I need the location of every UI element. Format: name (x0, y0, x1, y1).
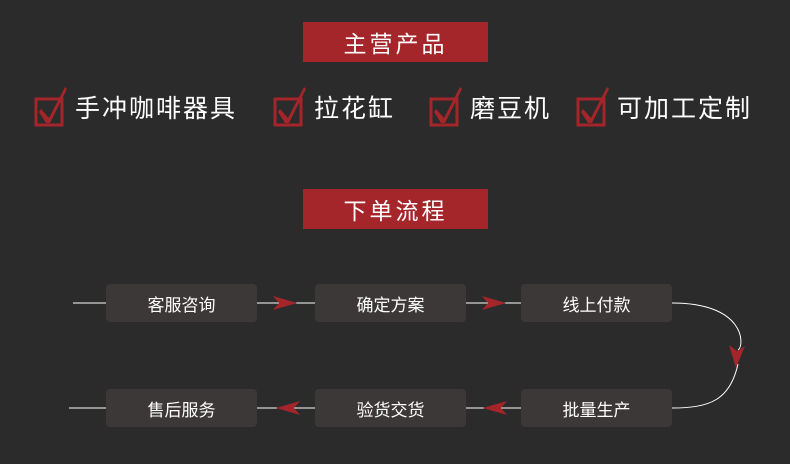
arrow-left-icon (483, 401, 507, 415)
product-item-milk-pitcher: 拉花缸 (273, 84, 395, 130)
step-after-sales: 售后服务 (106, 389, 257, 427)
step-online-payment: 线上付款 (521, 284, 672, 322)
product-item-grinder: 磨豆机 (429, 84, 551, 130)
checked-box-icon (576, 87, 609, 127)
product-label: 可加工定制 (617, 94, 753, 123)
arrow-right-icon (482, 296, 506, 310)
arrow-left-icon (276, 401, 300, 415)
product-label: 手冲咖啡器具 (75, 94, 238, 123)
main-products-title: 主营产品 (303, 22, 488, 62)
step-customer-consult: 客服咨询 (106, 284, 257, 322)
connector-curve (671, 302, 742, 351)
checked-box-icon (273, 87, 306, 127)
step-confirm-plan: 确定方案 (315, 284, 466, 322)
product-label: 拉花缸 (314, 94, 396, 123)
arrow-right-icon (273, 296, 297, 310)
product-item-custom: 可加工定制 (576, 84, 752, 130)
checked-box-icon (429, 87, 462, 127)
order-process-title: 下单流程 (303, 189, 488, 229)
checked-box-icon (34, 87, 67, 127)
step-mass-production: 批量生产 (521, 389, 672, 427)
arrow-down-icon (729, 345, 745, 368)
connector-curve (671, 363, 739, 409)
product-label: 磨豆机 (470, 94, 552, 123)
product-item-pour-over: 手冲咖啡器具 (34, 84, 237, 130)
step-inspection-delivery: 验货交货 (315, 389, 466, 427)
